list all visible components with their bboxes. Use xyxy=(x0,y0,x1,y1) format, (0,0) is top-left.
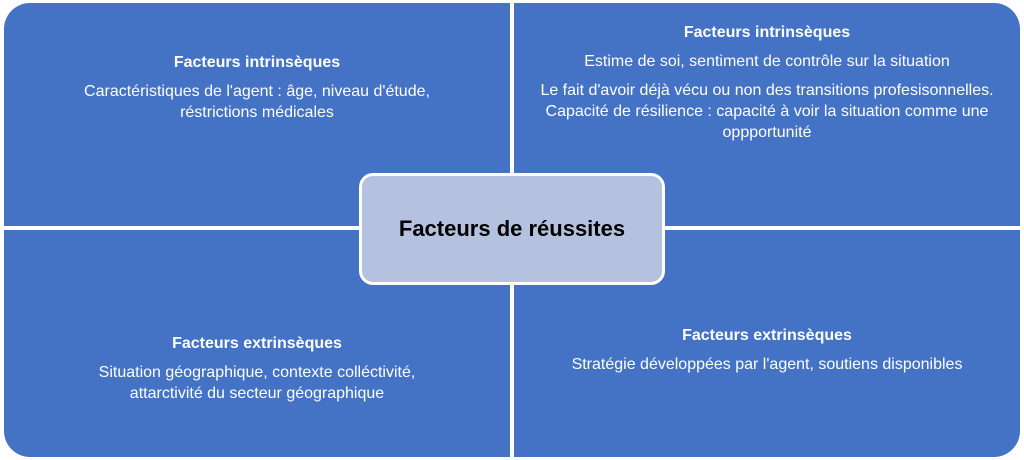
quadrant-bottom-left-content: Facteurs extrinsèques Situation géograph… xyxy=(4,334,510,412)
quadrant-bottom-left-text: Situation géographique, contexte colléct… xyxy=(98,364,416,402)
quadrant-top-left-title: Facteurs intrinsèques xyxy=(173,54,341,71)
center-label-box: Facteurs de réussites xyxy=(359,173,665,285)
quadrant-top-right-text-2: Le fait d'avoir déjà vécu ou non des tra… xyxy=(540,82,994,141)
quadrant-bottom-right-content: Facteurs extrinsèques Stratégie développ… xyxy=(514,326,1020,383)
quadrant-top-left-text: Caractéristiques de l'agent : âge, nivea… xyxy=(84,83,430,121)
quadrant-bottom-right-title: Facteurs extrinsèques xyxy=(682,327,852,344)
quadrant-bottom-right-text: Stratégie développées par l'agent, souti… xyxy=(571,356,963,373)
center-label: Facteurs de réussites xyxy=(398,216,626,241)
quadrant-top-right-title: Facteurs intrinsèques xyxy=(683,24,851,41)
quadrant-top-right-content: Facteurs intrinsèques Estime de soi, sen… xyxy=(514,23,1020,151)
quadrant-top-left: Facteurs intrinsèques Caractéristiques d… xyxy=(4,3,510,226)
quadrant-bottom-left-title: Facteurs extrinsèques xyxy=(172,335,342,352)
quadrant-top-left-content: Facteurs intrinsèques Caractéristiques d… xyxy=(4,53,510,131)
quadrant-top-right-text-1: Estime de soi, sentiment de contrôle sur… xyxy=(584,53,950,70)
